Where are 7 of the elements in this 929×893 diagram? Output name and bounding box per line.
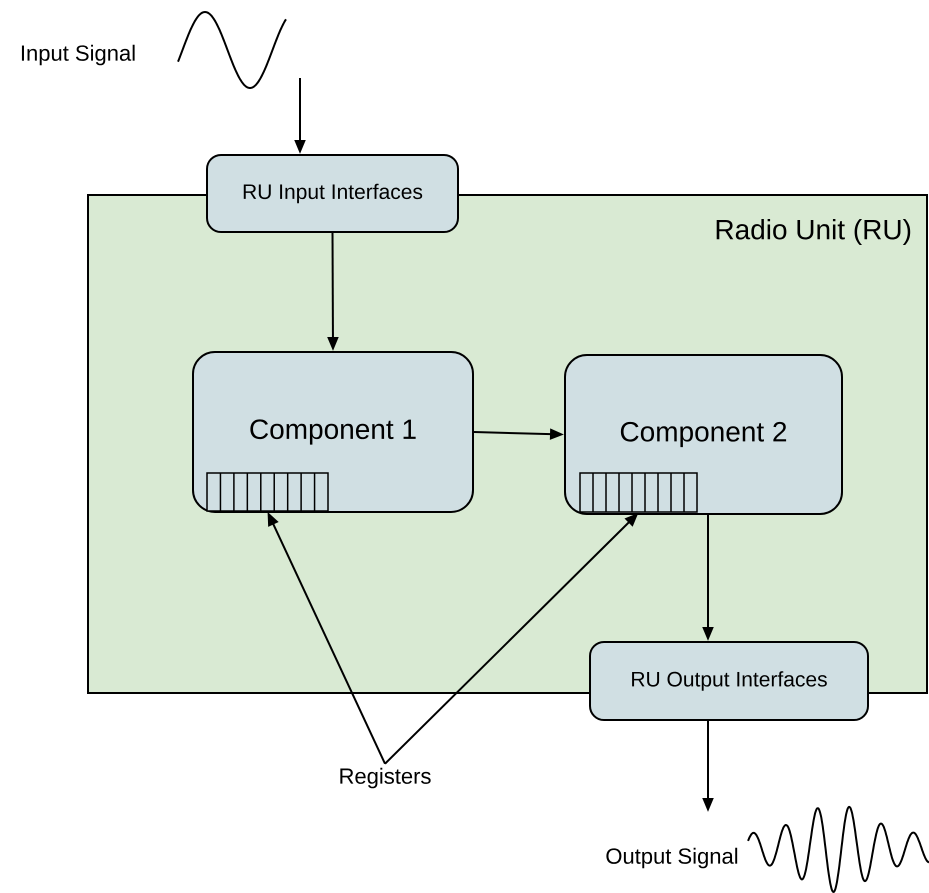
interface-box: RU Input Interfaces <box>206 154 459 233</box>
register-strip <box>206 472 329 512</box>
interface-box: RU Output Interfaces <box>589 641 869 721</box>
register-strip <box>579 472 698 513</box>
signal-label: Output Signal <box>606 848 738 868</box>
signal-label: Input Signal <box>22 44 135 66</box>
callout-label: Registers <box>340 768 431 788</box>
